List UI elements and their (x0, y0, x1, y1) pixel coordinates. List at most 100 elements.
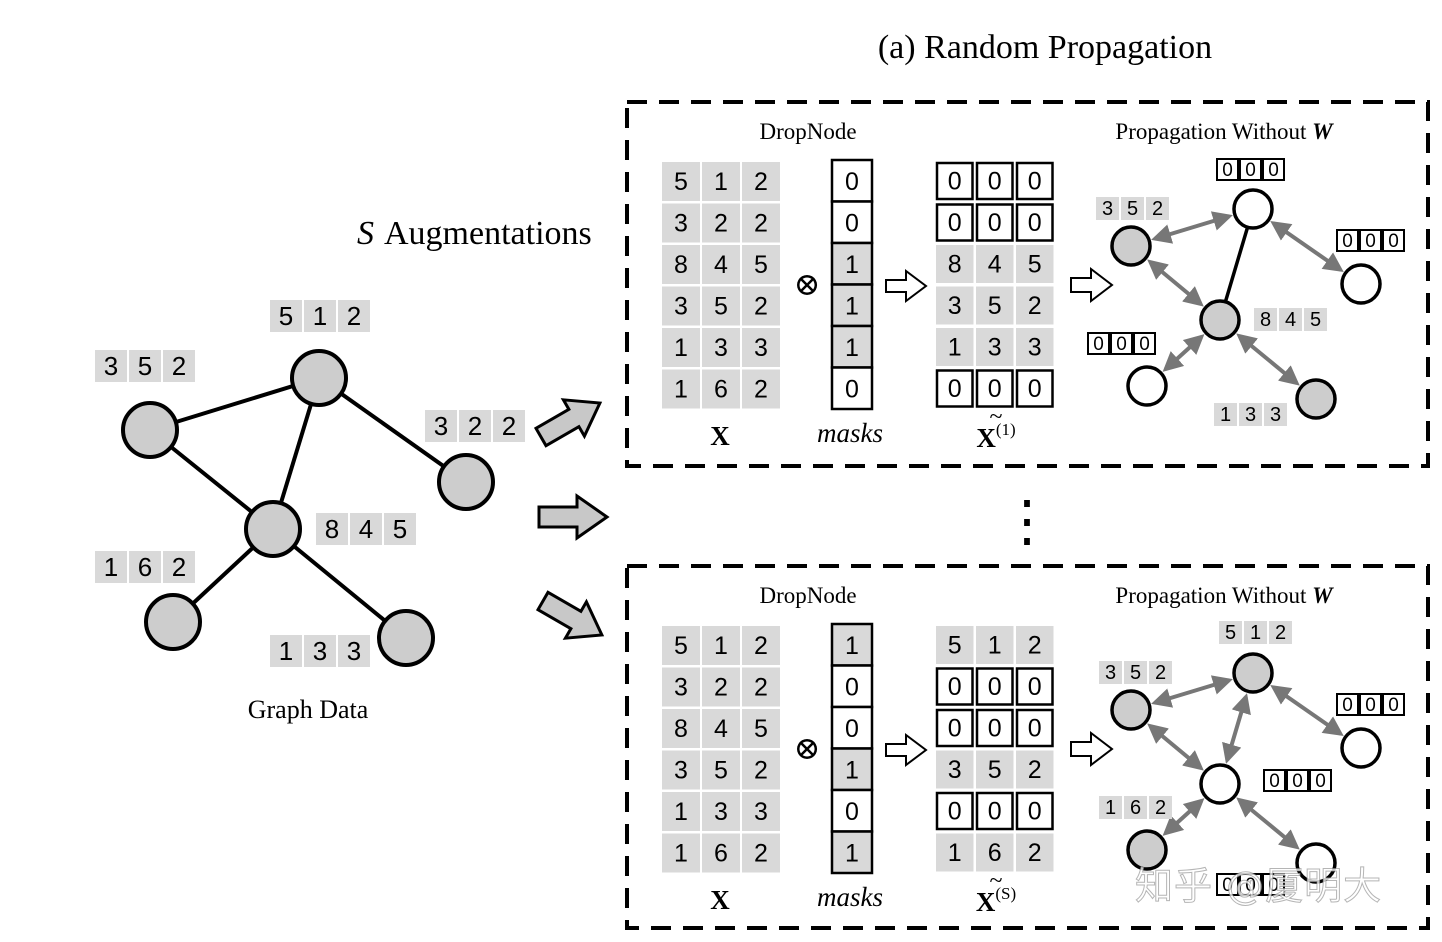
propagation-edge (1162, 798, 1205, 836)
matrix-cell (702, 369, 740, 409)
matrix-value: 4 (714, 251, 728, 279)
matrix-value: 2 (754, 674, 768, 702)
mask-value: 1 (845, 756, 859, 784)
feature-value: 0 (1245, 875, 1256, 896)
matrix-cell (742, 162, 780, 201)
matrix-value: 5 (754, 715, 768, 743)
matrix-value: 2 (754, 168, 768, 196)
feature-cell (384, 513, 416, 545)
matrix-value: 2 (754, 210, 768, 238)
matrix-value: 2 (754, 293, 768, 321)
propagation-node (1199, 299, 1241, 341)
feature-value: 0 (1093, 334, 1104, 355)
matrix-value: 3 (754, 334, 768, 362)
arrow-shape (535, 590, 605, 640)
matrix-cell (975, 708, 1014, 748)
matrix-value: 2 (1028, 839, 1042, 867)
matrix-value: 6 (988, 839, 1002, 867)
feature-cell (1286, 769, 1309, 792)
matrix-cell (975, 203, 1014, 242)
matrix-cell (976, 328, 1014, 366)
matrix-cell (935, 369, 974, 408)
feature-value: 3 (1105, 662, 1116, 684)
mask-cell (830, 830, 874, 875)
matrix-cell (975, 667, 1014, 706)
propagation-weight-symbol: W (1312, 119, 1334, 144)
matrix-value: 0 (1028, 715, 1042, 743)
feature-value: 2 (468, 411, 482, 441)
augmented-matrix-superscript: (1) (996, 420, 1016, 439)
matrix-cell (662, 750, 700, 790)
feature-value: 3 (1270, 404, 1281, 426)
matrix-value: 5 (674, 632, 688, 660)
matrix-cell (936, 328, 974, 366)
matrix-value: 0 (988, 209, 1002, 237)
feature-cell (1264, 403, 1287, 426)
matrix-value: 1 (948, 839, 962, 867)
feature-value: 0 (1365, 695, 1376, 716)
matrix-value: 1 (988, 632, 1002, 660)
matrix-value: 4 (714, 715, 728, 743)
matrix-cell (976, 245, 1014, 283)
matrix-cell (935, 161, 974, 201)
matrix-cell (1015, 708, 1054, 748)
matrix-value: 3 (948, 292, 962, 320)
matrix-cell (935, 203, 974, 242)
matrix-cell (702, 286, 740, 326)
propagation-node (1295, 378, 1337, 420)
feature-value: 0 (1365, 231, 1376, 252)
matrix-value: 0 (948, 673, 962, 701)
matrix-cell (742, 286, 780, 326)
feature-cell (1262, 873, 1285, 896)
propagation-node (1110, 225, 1152, 267)
feature-value: 0 (1268, 875, 1279, 896)
matrix-value: 5 (714, 757, 728, 785)
feature-value: 2 (347, 301, 361, 331)
dropnode-arrow (885, 269, 928, 303)
matrix-value: 0 (1028, 168, 1042, 196)
feature-cell (350, 513, 382, 545)
feature-cell (1244, 621, 1267, 644)
matrix-cell (702, 792, 740, 831)
mask-value: 0 (845, 673, 859, 701)
matrix-cell (936, 833, 974, 872)
feature-cell (1216, 873, 1239, 896)
augmentation-arrow (537, 493, 610, 541)
feature-cell (1359, 693, 1382, 716)
feature-value: 0 (1116, 334, 1127, 355)
augmentation-arrow (533, 398, 603, 448)
feature-cell (1359, 229, 1382, 252)
propagation-arrow (1070, 266, 1114, 304)
feature-value: 5 (279, 301, 293, 331)
feature-value: 3 (347, 636, 361, 666)
matrix-value: 5 (754, 251, 768, 279)
feature-value: 5 (138, 351, 152, 381)
augmented-matrix-label: X(1) (976, 420, 1015, 453)
matrix-cell (662, 245, 700, 284)
feature-cell (425, 410, 457, 442)
propagation-node (1340, 263, 1382, 305)
matrix-value: 2 (754, 757, 768, 785)
feature-value: 1 (1220, 404, 1231, 426)
feature-value: 3 (1102, 198, 1113, 220)
feature-value: 3 (104, 351, 118, 381)
matrix-value: 2 (754, 840, 768, 868)
matrix-cell (1016, 833, 1054, 872)
augmentations-count-symbol: S (357, 215, 374, 252)
arrow-shape (533, 398, 603, 448)
feature-cell (1304, 308, 1327, 331)
graph-node (144, 593, 202, 651)
matrix-value: 2 (1028, 756, 1042, 784)
matrix-value: 0 (988, 375, 1002, 403)
feature-value: 0 (1139, 334, 1150, 355)
matrix-value: 8 (948, 251, 962, 279)
feature-value: 5 (1130, 662, 1141, 684)
feature-cell (1336, 693, 1359, 716)
